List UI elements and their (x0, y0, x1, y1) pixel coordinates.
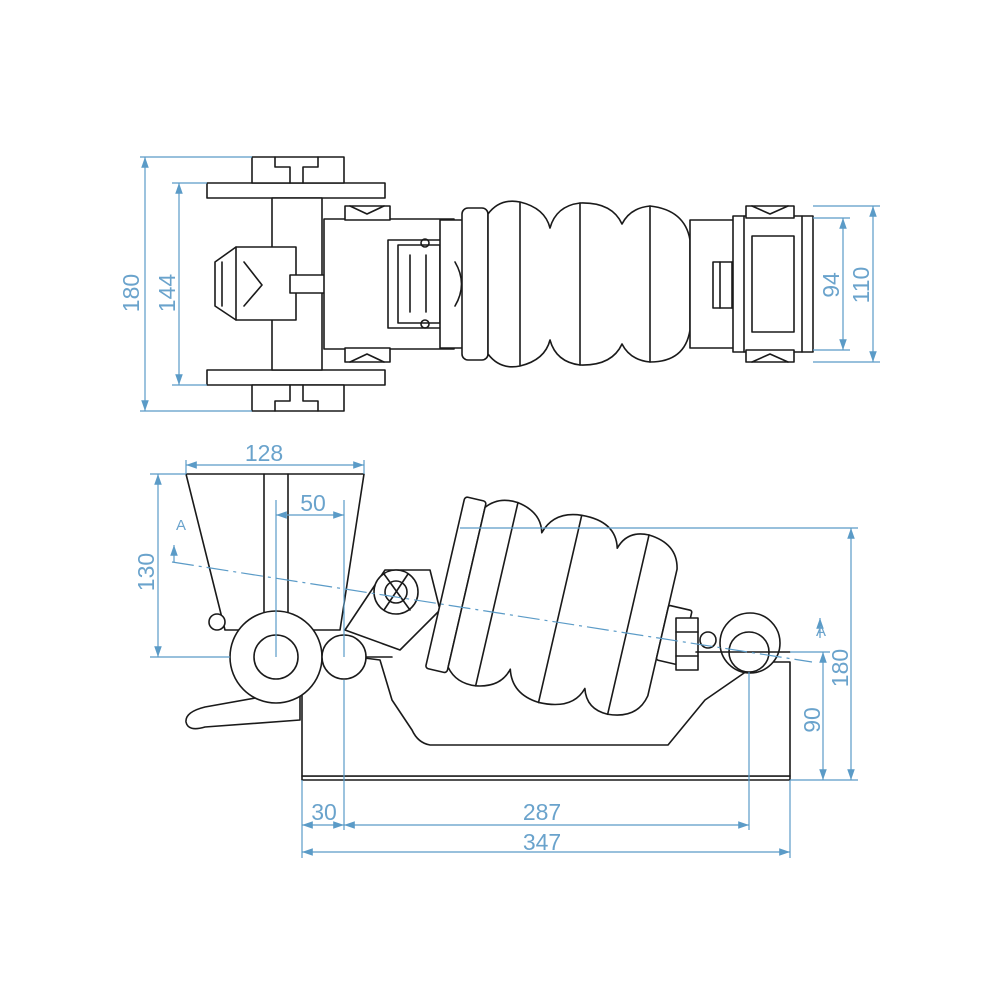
side-view-centerline: A A (170, 517, 826, 663)
dim-overall-length: 347 (523, 829, 561, 855)
dim-left-offset: 30 (311, 799, 337, 825)
dim-end-overall: 110 (848, 267, 874, 304)
dim-height-total: 180 (827, 649, 853, 687)
dim-inner-width: 144 (154, 274, 180, 313)
top-view (206, 156, 814, 412)
dim-height-left: 130 (133, 553, 159, 591)
dim-end-block: 94 (818, 272, 844, 298)
dim-pin-spacing: 287 (523, 799, 561, 825)
dim-offset: 50 (300, 490, 326, 516)
section-mark-right: A (816, 623, 826, 640)
dim-top-width: 128 (245, 440, 283, 466)
dim-height-right: 90 (799, 707, 825, 733)
top-view-dimensions: 180 144 94 110 (118, 156, 880, 412)
section-mark-left: A (176, 517, 186, 534)
side-view-dimensions: 128 50 130 180 90 30 287 347 (133, 440, 858, 858)
dim-overall-width: 180 (118, 274, 144, 312)
